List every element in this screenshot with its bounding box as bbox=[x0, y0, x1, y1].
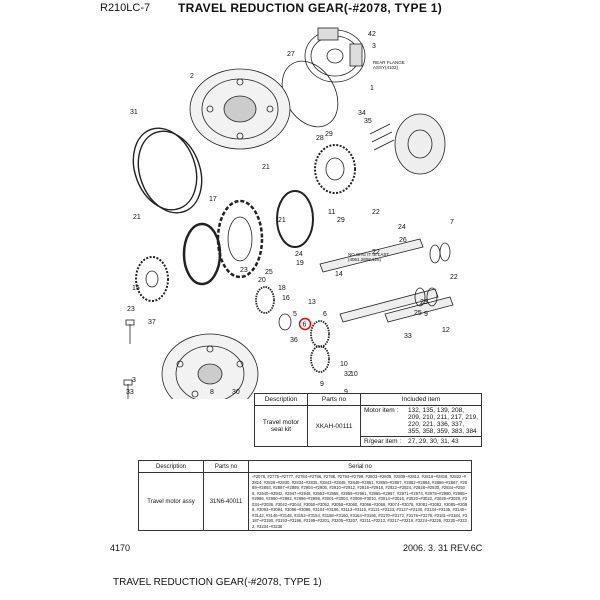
serial-header-serial: Serial no bbox=[248, 460, 472, 473]
callout-number: 20 bbox=[258, 277, 266, 284]
serial-table-header: Description Parts no Serial no bbox=[138, 460, 472, 473]
callout-number: 21 bbox=[278, 217, 286, 224]
planet-gear-large bbox=[314, 144, 356, 194]
callout-number: 18 bbox=[278, 285, 286, 292]
floating-seal-rings bbox=[132, 127, 203, 214]
callout-number: 37 bbox=[148, 319, 156, 326]
serial-header-parts: Parts no bbox=[203, 460, 249, 473]
callout-number: 6 bbox=[323, 311, 327, 318]
serial-description: Travel motor assy bbox=[138, 472, 204, 531]
callout-number: 35 bbox=[364, 118, 372, 125]
callout-number: 29 bbox=[325, 131, 333, 138]
callout-number: 23 bbox=[127, 306, 135, 313]
callout-number: 5 bbox=[293, 311, 297, 318]
note-line-1: NO CHG IT IS LAST bbox=[348, 252, 389, 257]
kit-row-motor: Travel motor seal kit XKAH-00111 Motor i… bbox=[254, 405, 482, 447]
kit-table-header: Description Parts no Included item bbox=[254, 393, 482, 406]
callout-number: 3 bbox=[372, 43, 376, 50]
callout-number: 12 bbox=[442, 327, 450, 334]
callout-number: 33 bbox=[404, 333, 412, 340]
rear-flange-assembly bbox=[304, 27, 366, 83]
callout-number: 13 bbox=[308, 299, 316, 306]
revision-date: 2006. 3. 31 REV.6C bbox=[403, 543, 483, 553]
kit-item-label: R/gear item : bbox=[360, 436, 405, 447]
callout-number: 25 bbox=[265, 269, 273, 276]
callout-number: 25 bbox=[414, 310, 422, 317]
callout-number: 36 bbox=[290, 337, 298, 344]
caption: TRAVEL REDUCTION GEAR(-#2078, TYPE 1) bbox=[113, 577, 322, 588]
callout-number: 15 bbox=[132, 285, 140, 292]
callout-number: 9 bbox=[320, 381, 324, 388]
kit-item-label: Motor item : bbox=[360, 405, 405, 437]
highlight-label: 6 bbox=[303, 322, 307, 329]
motor-housing bbox=[189, 68, 291, 150]
callout-number: 7 bbox=[450, 219, 454, 226]
callout-number: 22 bbox=[450, 274, 458, 281]
callout-number: 21 bbox=[133, 214, 141, 221]
serial-numbers: -#2078, #2775~#2777, #2784~#2786, #2788,… bbox=[248, 472, 472, 531]
callout-number: 9 bbox=[344, 389, 348, 396]
note-line-2: (4061.2808.125) bbox=[348, 257, 382, 262]
callout-number: 14 bbox=[335, 271, 343, 278]
seal-ring bbox=[276, 190, 314, 248]
callout-number: 33 bbox=[126, 389, 134, 396]
hub-assembly bbox=[161, 333, 259, 399]
callout-number: 31 bbox=[130, 109, 138, 116]
seal-kit-table: Description Parts no Included item Trave… bbox=[254, 393, 482, 447]
callout-number: 24 bbox=[295, 251, 303, 258]
callout-number: 30 bbox=[232, 389, 240, 396]
callout-number: 1 bbox=[370, 85, 374, 92]
callout-number: 29 bbox=[337, 217, 345, 224]
serial-row: Travel motor assy 31N6-40011 -#2078, #27… bbox=[138, 472, 472, 531]
kit-row-rgear: R/gear item : 27, 29, 30, 31, 43 bbox=[255, 436, 482, 447]
serial-parts-no: 31N6-40011 bbox=[203, 472, 249, 531]
callout-number: 8 bbox=[210, 389, 214, 396]
callout-number: 11 bbox=[328, 209, 335, 216]
hub-bolts bbox=[123, 319, 135, 399]
roller-bearing bbox=[216, 199, 264, 279]
kit-header-parts: Parts no bbox=[307, 393, 361, 406]
small-gears bbox=[255, 286, 330, 373]
callout-number: 23 bbox=[420, 299, 428, 306]
model-name: R210LC-7 bbox=[100, 2, 151, 14]
callout-number: 32 bbox=[344, 371, 352, 378]
callout-number: REAR FLANGE bbox=[373, 60, 405, 65]
callout-number: 3 bbox=[132, 377, 136, 384]
highlight-circle bbox=[298, 317, 312, 331]
callout-number: 28 bbox=[316, 135, 324, 142]
page-number: 4170 bbox=[110, 543, 131, 553]
callout-number: 2 bbox=[190, 73, 194, 80]
kit-item-value: 132, 135, 139, 208, 209, 210, 211, 217, … bbox=[405, 405, 482, 437]
callout-number: 22 bbox=[372, 209, 380, 216]
callout-number: 21 bbox=[262, 164, 270, 171]
callout-number: 23 bbox=[240, 267, 248, 274]
serial-table: Description Parts no Serial no Travel mo… bbox=[138, 460, 472, 531]
callout-number: 24 bbox=[398, 224, 406, 231]
callout-number: 9 bbox=[424, 311, 428, 318]
callout-number: 17 bbox=[209, 196, 217, 203]
callout-number: 19 bbox=[296, 260, 304, 267]
callout-number: 10 bbox=[350, 371, 358, 378]
carrier-assembly bbox=[369, 113, 446, 175]
callout-number: 42 bbox=[368, 31, 376, 38]
kit-header-included: Included item bbox=[360, 393, 482, 406]
seal-ring-lower bbox=[182, 222, 222, 286]
planet-gear-left bbox=[135, 256, 169, 302]
callout-number: 10 bbox=[340, 361, 348, 368]
kit-item-value: 27, 29, 30, 31, 43 bbox=[405, 436, 482, 447]
callout-number: 26 bbox=[399, 237, 407, 244]
callout-number: ASSY(4102) bbox=[373, 65, 399, 70]
callout-number: 27 bbox=[287, 51, 295, 58]
page-title: TRAVEL REDUCTION GEAR(-#2078, TYPE 1) bbox=[178, 1, 443, 15]
serial-header-description: Description bbox=[138, 460, 204, 473]
callout-number: 16 bbox=[282, 295, 290, 302]
kit-description: Travel motor seal kit bbox=[254, 405, 308, 447]
kit-header-description: Description bbox=[254, 393, 308, 406]
kit-parts-no: XKAH-00111 bbox=[307, 405, 361, 447]
gear-shafts bbox=[319, 238, 454, 323]
callout-number: 34 bbox=[358, 110, 366, 117]
callout-number: 22 bbox=[372, 249, 380, 256]
